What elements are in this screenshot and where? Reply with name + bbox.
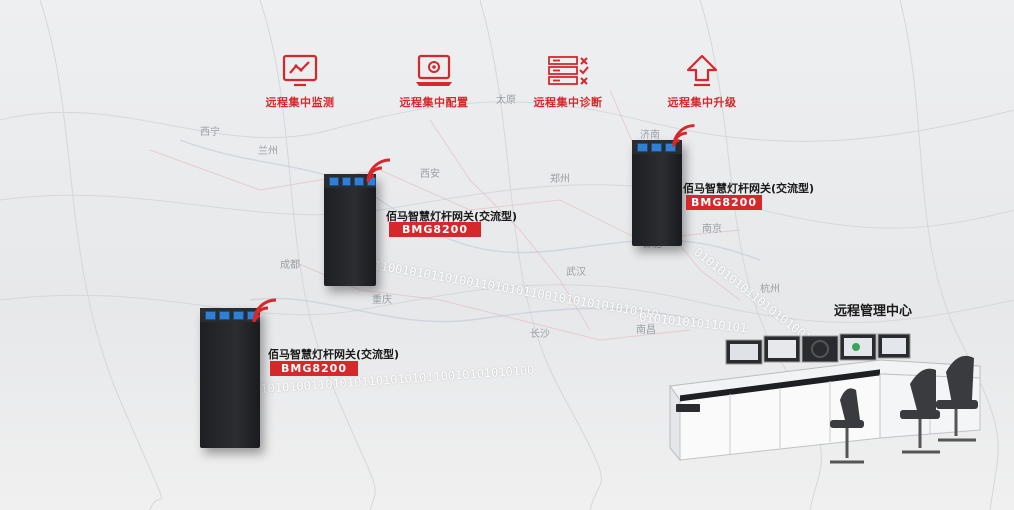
- city-label: 重庆: [372, 295, 392, 306]
- control-center-title: 远程管理中心: [834, 304, 913, 319]
- wifi-signal-icon: [252, 298, 277, 323]
- gateway-device-body: [324, 174, 376, 286]
- city-label: 长沙: [530, 329, 550, 340]
- gateway-device-name: 佰马智慧灯杆网关(交流型): [683, 182, 815, 195]
- feature-label: 远程集中升级: [667, 96, 737, 109]
- city-label: 南京: [702, 224, 722, 235]
- city-label: 西宁: [200, 127, 220, 138]
- upgrade-arrow-icon: [686, 54, 718, 87]
- office-chairs: [830, 355, 978, 464]
- feature-remote-config: 远程集中配置: [374, 54, 494, 110]
- feature-remote-diagnose: 远程集中诊断: [508, 54, 628, 110]
- diagnose-server-icon: [548, 56, 589, 85]
- feature-label: 远程集中配置: [399, 96, 469, 109]
- city-label: 成都: [280, 260, 300, 271]
- city-label: 南昌: [636, 325, 656, 336]
- console-desk: [669, 359, 981, 462]
- city-label: 西安: [420, 169, 440, 180]
- feature-remote-monitor: 远程集中监测: [240, 54, 360, 110]
- city-label: 郑州: [550, 174, 570, 185]
- city-label: 杭州: [760, 284, 780, 295]
- gateway-device-name: 佰马智慧灯杆网关(交流型): [386, 210, 518, 223]
- wifi-signal-icon: [366, 158, 391, 183]
- wifi-signal-icon: [672, 124, 695, 147]
- feature-label: 远程集中诊断: [533, 96, 603, 109]
- monitor-wall: [725, 333, 911, 365]
- feature-remote-upgrade: 远程集中升级: [642, 54, 762, 110]
- port-strip: [324, 174, 376, 188]
- feature-label: 远程集中监测: [265, 96, 335, 109]
- city-label: 兰州: [258, 146, 278, 157]
- monitor-chart-icon: [282, 54, 318, 87]
- port-strip: [632, 140, 682, 154]
- config-screen-icon: [416, 54, 452, 86]
- gateway-device-model: BMG8200: [270, 361, 358, 376]
- gateway-device-body: [200, 308, 260, 448]
- gateway-device-model: BMG8200: [389, 222, 481, 237]
- gateway-device-name: 佰马智慧灯杆网关(交流型): [268, 348, 400, 361]
- city-label: 济南: [640, 130, 660, 141]
- gateway-device-body: [632, 140, 682, 246]
- gateway-device-model: BMG8200: [686, 195, 762, 210]
- control-center-console: [669, 333, 981, 464]
- city-label: 武汉: [566, 267, 586, 278]
- port-strip: [200, 308, 260, 322]
- city-label: 太原: [496, 95, 516, 106]
